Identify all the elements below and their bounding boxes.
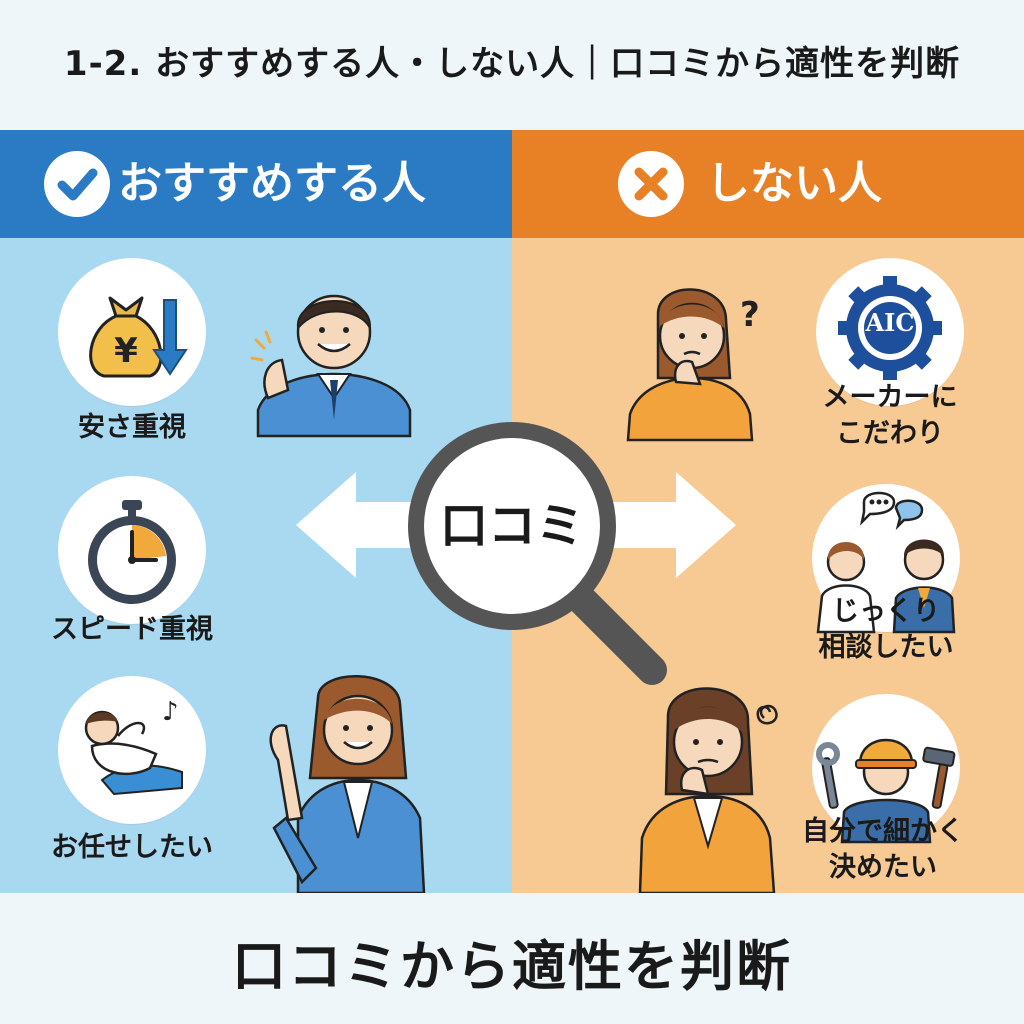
item-label-decide-line2: 決めたい bbox=[829, 852, 937, 883]
money-bag-yen-down-icon: ¥ bbox=[58, 258, 206, 406]
item-label-maker-line1: メーカーに bbox=[822, 382, 958, 413]
manufacturer-logo-text: AIC bbox=[865, 308, 915, 337]
manufacturer-gear-logo-icon: AIC bbox=[816, 258, 964, 406]
magnifier-label: 口コミ bbox=[439, 498, 584, 554]
page-title: 1-2. おすすめする人・しない人｜口コミから適性を判断 bbox=[63, 44, 961, 84]
consultation-people-icon bbox=[812, 484, 960, 634]
bottom-caption: 口コミから適性を判断 bbox=[232, 935, 792, 998]
svg-text:♪: ♪ bbox=[162, 697, 179, 727]
item-label-decide-line1: 自分で細かく bbox=[802, 816, 964, 847]
item-label-maker: メーカーに こだわり bbox=[790, 380, 990, 452]
check-icon bbox=[44, 151, 110, 217]
thinking-woman-illustration: ? bbox=[626, 288, 760, 442]
bottom-band bbox=[0, 893, 1024, 1024]
item-label-maker-line2: こだわり bbox=[836, 418, 944, 449]
businessman-illustration bbox=[250, 294, 412, 438]
arrow-right-icon bbox=[586, 472, 736, 578]
item-label-leave-it: お任せしたい bbox=[51, 832, 213, 863]
item-label-decide-myself: 自分で細かく 決めたい bbox=[778, 814, 988, 886]
worker-with-tools-icon bbox=[812, 694, 960, 844]
item-label-cheap: 安さ重視 bbox=[78, 412, 186, 443]
item-label-consult-line1: じっくり bbox=[832, 596, 940, 627]
recommended-header-label: おすすめする人 bbox=[118, 158, 426, 209]
item-label-consult-line2: 相談したい bbox=[818, 632, 954, 663]
svg-text:¥: ¥ bbox=[114, 331, 138, 371]
not-recommended-header bbox=[512, 130, 1024, 238]
confused-woman-illustration bbox=[638, 687, 778, 895]
arrow-left-icon bbox=[296, 472, 446, 578]
svg-text:?: ? bbox=[740, 295, 760, 335]
magnifying-glass-icon bbox=[408, 422, 667, 685]
relaxing-person-icon: ♪ bbox=[58, 676, 206, 824]
stopwatch-icon bbox=[58, 476, 206, 624]
item-label-consult: じっくり 相談したい bbox=[786, 594, 986, 666]
businesswoman-illustration bbox=[269, 674, 426, 895]
item-label-speed: スピード重視 bbox=[51, 614, 213, 645]
cross-icon bbox=[618, 151, 684, 217]
not-recommended-header-label: しない人 bbox=[706, 158, 882, 209]
